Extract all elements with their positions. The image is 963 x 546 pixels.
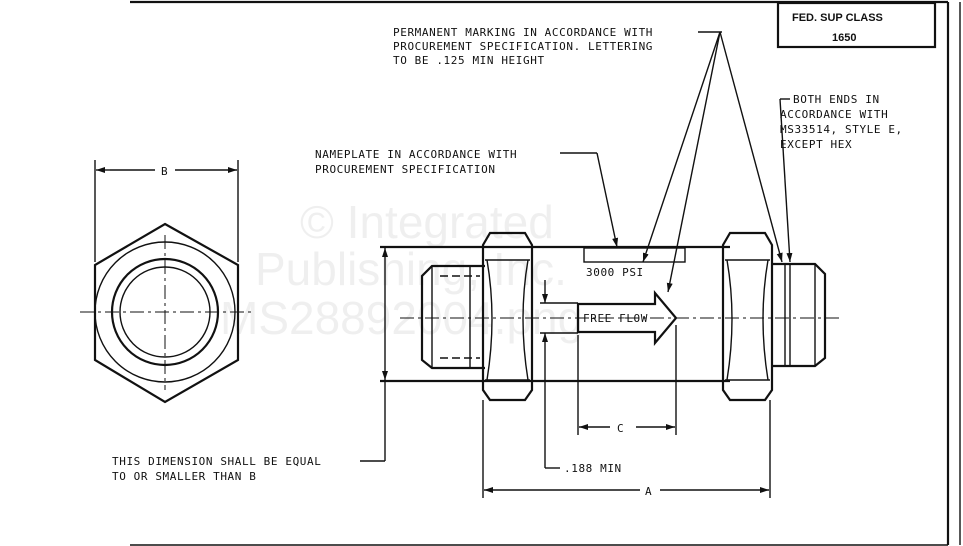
note-line: NAMEPLATE IN ACCORDANCE WITH — [315, 148, 517, 161]
note-line: EXCEPT HEX — [780, 138, 852, 151]
note-line: PROCUREMENT SPECIFICATION. LETTERING — [393, 40, 653, 53]
watermark: © Integrated Publishing, Inc. MS28892004… — [220, 196, 583, 344]
dimension-188-min-label: .188 MIN — [564, 462, 622, 475]
nameplate-text: 3000 PSI — [586, 266, 644, 279]
fed-sup-class-value: 1650 — [832, 32, 856, 44]
fed-sup-class-box: FED. SUP CLASS 1650 — [776, 1, 937, 49]
dimension-a-label: A — [645, 485, 652, 498]
leader-lines — [560, 31, 793, 293]
note-both-ends: BOTH ENDS IN ACCORDANCE WITH MS33514, ST… — [780, 93, 903, 151]
note-line: THIS DIMENSION SHALL BE EQUAL — [112, 455, 321, 468]
note-line: MS33514, STYLE E, — [780, 123, 903, 136]
note-line: PERMANENT MARKING IN ACCORDANCE WITH — [393, 26, 653, 39]
nameplate — [583, 247, 686, 263]
fed-sup-class-label: FED. SUP CLASS — [792, 12, 883, 24]
dimensions: .188 MIN C A — [360, 248, 771, 498]
note-line: TO OR SMALLER THAN B — [112, 470, 256, 483]
note-line: PROCUREMENT SPECIFICATION — [315, 163, 496, 176]
svg-text:Publishing, Inc.: Publishing, Inc. — [255, 243, 567, 295]
free-flow-label: FREE FLOW — [583, 312, 648, 325]
note-permanent-marking: PERMANENT MARKING IN ACCORDANCE WITH PRO… — [393, 26, 653, 67]
hex-end-view: B — [80, 160, 255, 404]
dimension-c-label: C — [617, 422, 624, 435]
valve-side-view: 3000 PSI FREE FLOW — [380, 231, 840, 402]
note-line: ACCORDANCE WITH — [780, 108, 888, 121]
svg-text:© Integrated: © Integrated — [300, 196, 554, 248]
free-flow-arrow-icon — [576, 289, 678, 347]
note-line: TO BE .125 MIN HEIGHT — [393, 54, 545, 67]
note-dimension-rule: THIS DIMENSION SHALL BE EQUAL TO OR SMAL… — [112, 455, 321, 483]
note-line: BOTH ENDS IN — [793, 93, 880, 106]
dimension-b-label: B — [161, 165, 168, 178]
note-nameplate: NAMEPLATE IN ACCORDANCE WITH PROCUREMENT… — [315, 148, 517, 176]
